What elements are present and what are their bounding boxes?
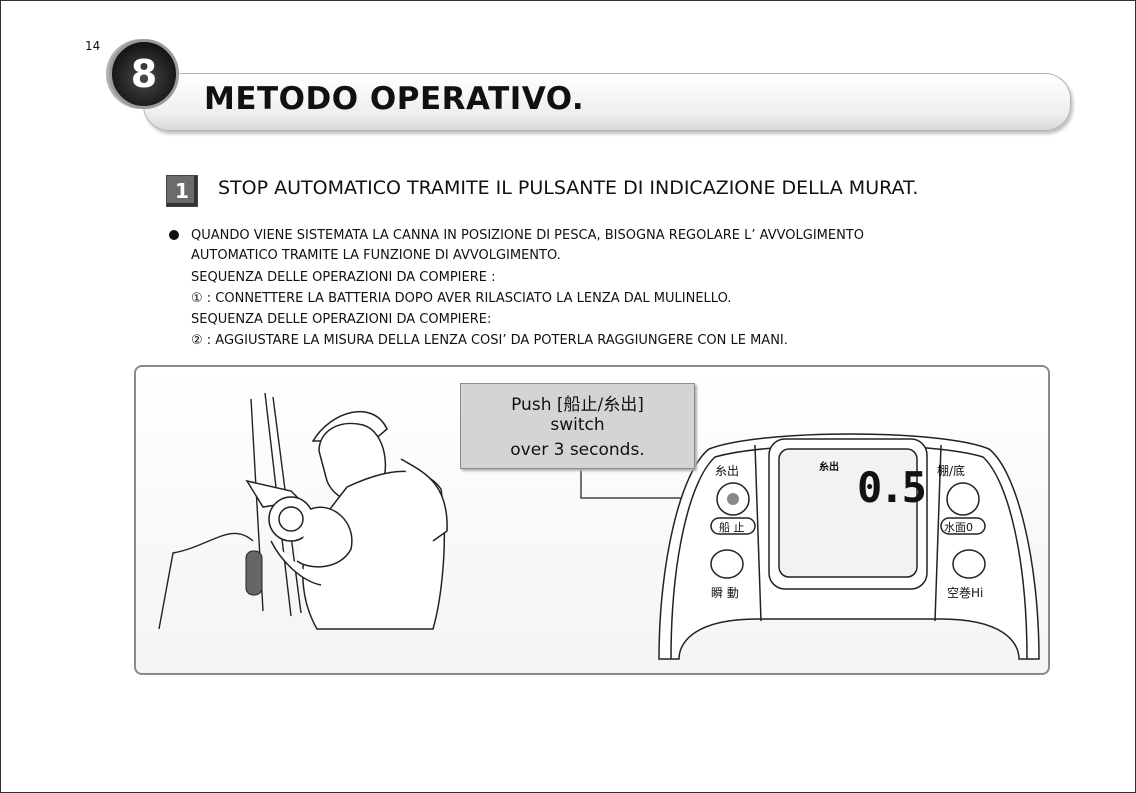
chapter-title: METODO OPERATIVO. bbox=[204, 81, 585, 117]
panel-label-surface-zero: 水面0 bbox=[944, 521, 973, 534]
callout-line-2: switch bbox=[550, 415, 605, 435]
callout-line-3: over 3 seconds. bbox=[510, 440, 645, 460]
section-number: 1 bbox=[175, 179, 189, 203]
panel-label-line-out: 糸出 bbox=[715, 464, 740, 478]
callout-line-1: Push [船止/糸出] bbox=[511, 395, 644, 415]
body-line-6: ② : AGGIUSTARE LA MISURA DELLA LENZA COS… bbox=[191, 333, 788, 348]
chapter-title-bar bbox=[143, 73, 1071, 131]
reel-control-panel bbox=[658, 433, 1040, 660]
bullet-icon bbox=[169, 230, 179, 240]
chapter-number: 8 bbox=[130, 52, 158, 96]
sinker-icon bbox=[245, 550, 263, 596]
callout-pointer bbox=[580, 467, 729, 499]
depth-readout: 0.5 bbox=[857, 463, 927, 512]
panel-label-shelf-bottom: 棚/底 bbox=[937, 464, 966, 478]
body-line-4: ① : CONNETTERE LA BATTERIA DOPO AVER RIL… bbox=[191, 291, 732, 306]
section-title: STOP AUTOMATICO TRAMITE IL PULSANTE DI I… bbox=[218, 177, 919, 199]
stop-button-label: 船 止 bbox=[719, 521, 745, 534]
fisherman-icon bbox=[245, 411, 448, 630]
body-line-3: SEQUENZA DELLE OPERAZIONI DA COMPIERE : bbox=[191, 270, 496, 285]
page-number: 14 bbox=[85, 39, 101, 53]
instruction-callout: Push [船止/糸出] switch over 3 seconds. bbox=[460, 383, 695, 469]
body-line-2: AUTOMATICO TRAMITE LA FUNZIONE DI AVVOLG… bbox=[191, 248, 561, 263]
body-line-1: QUANDO VIENE SISTEMATA LA CANNA IN POSIZ… bbox=[191, 228, 864, 243]
section-badge: 1 bbox=[166, 175, 198, 207]
chapter-badge: 8 bbox=[109, 39, 179, 109]
body-line-5: SEQUENZA DELLE OPERAZIONI DA COMPIERE: bbox=[191, 312, 492, 327]
screen-label: 糸出 bbox=[819, 462, 839, 473]
panel-label-idle-hi: 空巻Hi bbox=[947, 586, 984, 600]
panel-label-jog: 瞬 動 bbox=[711, 586, 739, 600]
